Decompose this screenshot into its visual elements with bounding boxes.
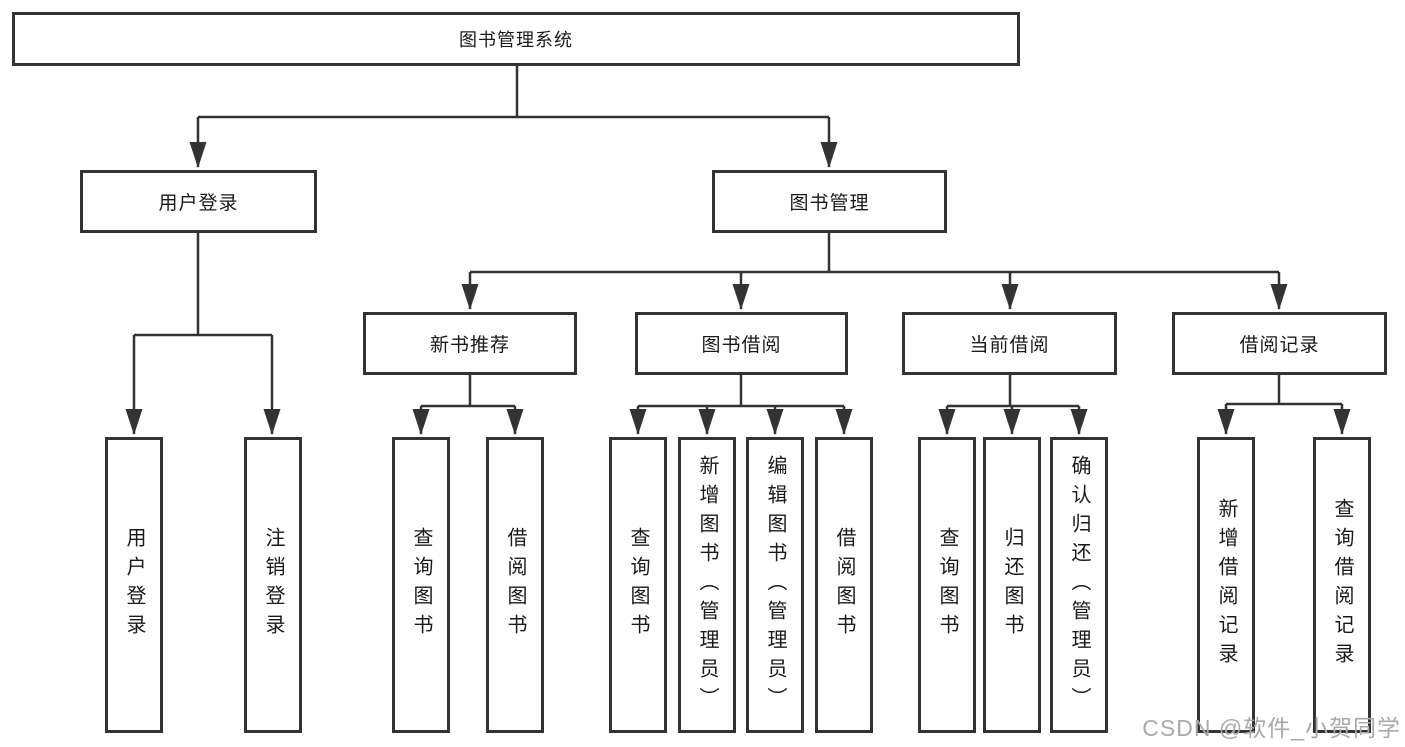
leaf-current-return-books: 归还图书	[983, 437, 1041, 733]
leaf-current-confirm-return-admin: 确认归还（管理员）	[1050, 437, 1108, 733]
leaf-current-query-books: 查询图书	[918, 437, 976, 733]
leaf-label: 归还图书	[1001, 527, 1023, 643]
node-label: 当前借阅	[969, 335, 1050, 356]
leaf-logout: 注销登录	[244, 437, 302, 733]
leaf-label: 借阅图书	[504, 527, 526, 643]
leaf-label: 借阅图书	[833, 527, 855, 643]
leaf-label: 新增借阅记录	[1215, 498, 1237, 672]
node-label: 图书借阅	[701, 335, 782, 356]
leaf-label: 查询图书	[627, 527, 649, 643]
node-borrowing-records: 借阅记录	[1172, 312, 1387, 375]
leaf-label: 注销登录	[262, 527, 284, 643]
leaf-label: 查询图书	[410, 527, 432, 643]
leaf-records-add-borrow-record: 新增借阅记录	[1197, 437, 1255, 733]
node-label: 图书管理系统	[459, 30, 573, 50]
node-user-login-branch: 用户登录	[80, 170, 317, 233]
leaf-label: 查询借阅记录	[1331, 498, 1353, 672]
leaf-label: 查询图书	[936, 527, 958, 643]
leaf-recommend-borrow-books: 借阅图书	[486, 437, 544, 733]
node-label: 用户登录	[158, 193, 239, 214]
leaf-borrowing-borrow-books: 借阅图书	[815, 437, 873, 733]
leaf-label: 用户登录	[123, 527, 145, 643]
leaf-label: 新增图书（管理员）	[696, 454, 718, 716]
leaf-borrowing-edit-books-admin: 编辑图书（管理员）	[746, 437, 804, 733]
node-current-borrowing: 当前借阅	[902, 312, 1117, 375]
leaf-records-query-borrow-record: 查询借阅记录	[1313, 437, 1371, 733]
csdn-watermark: CSDN @软件_小贺同学	[1142, 715, 1401, 741]
leaf-borrowing-add-books-admin: 新增图书（管理员）	[678, 437, 736, 733]
leaf-label: 确认归还（管理员）	[1068, 454, 1090, 716]
node-book-borrowing: 图书借阅	[635, 312, 848, 375]
leaf-user-login: 用户登录	[105, 437, 163, 733]
node-label: 新书推荐	[429, 335, 510, 356]
leaf-recommend-query-books: 查询图书	[392, 437, 450, 733]
leaf-borrowing-query-books: 查询图书	[609, 437, 667, 733]
node-new-book-recommendation: 新书推荐	[363, 312, 577, 375]
node-label: 借阅记录	[1239, 335, 1320, 356]
node-library-management-system: 图书管理系统	[12, 12, 1020, 66]
leaf-label: 编辑图书（管理员）	[764, 454, 786, 716]
node-book-management-branch: 图书管理	[712, 170, 947, 233]
node-label: 图书管理	[789, 193, 870, 214]
